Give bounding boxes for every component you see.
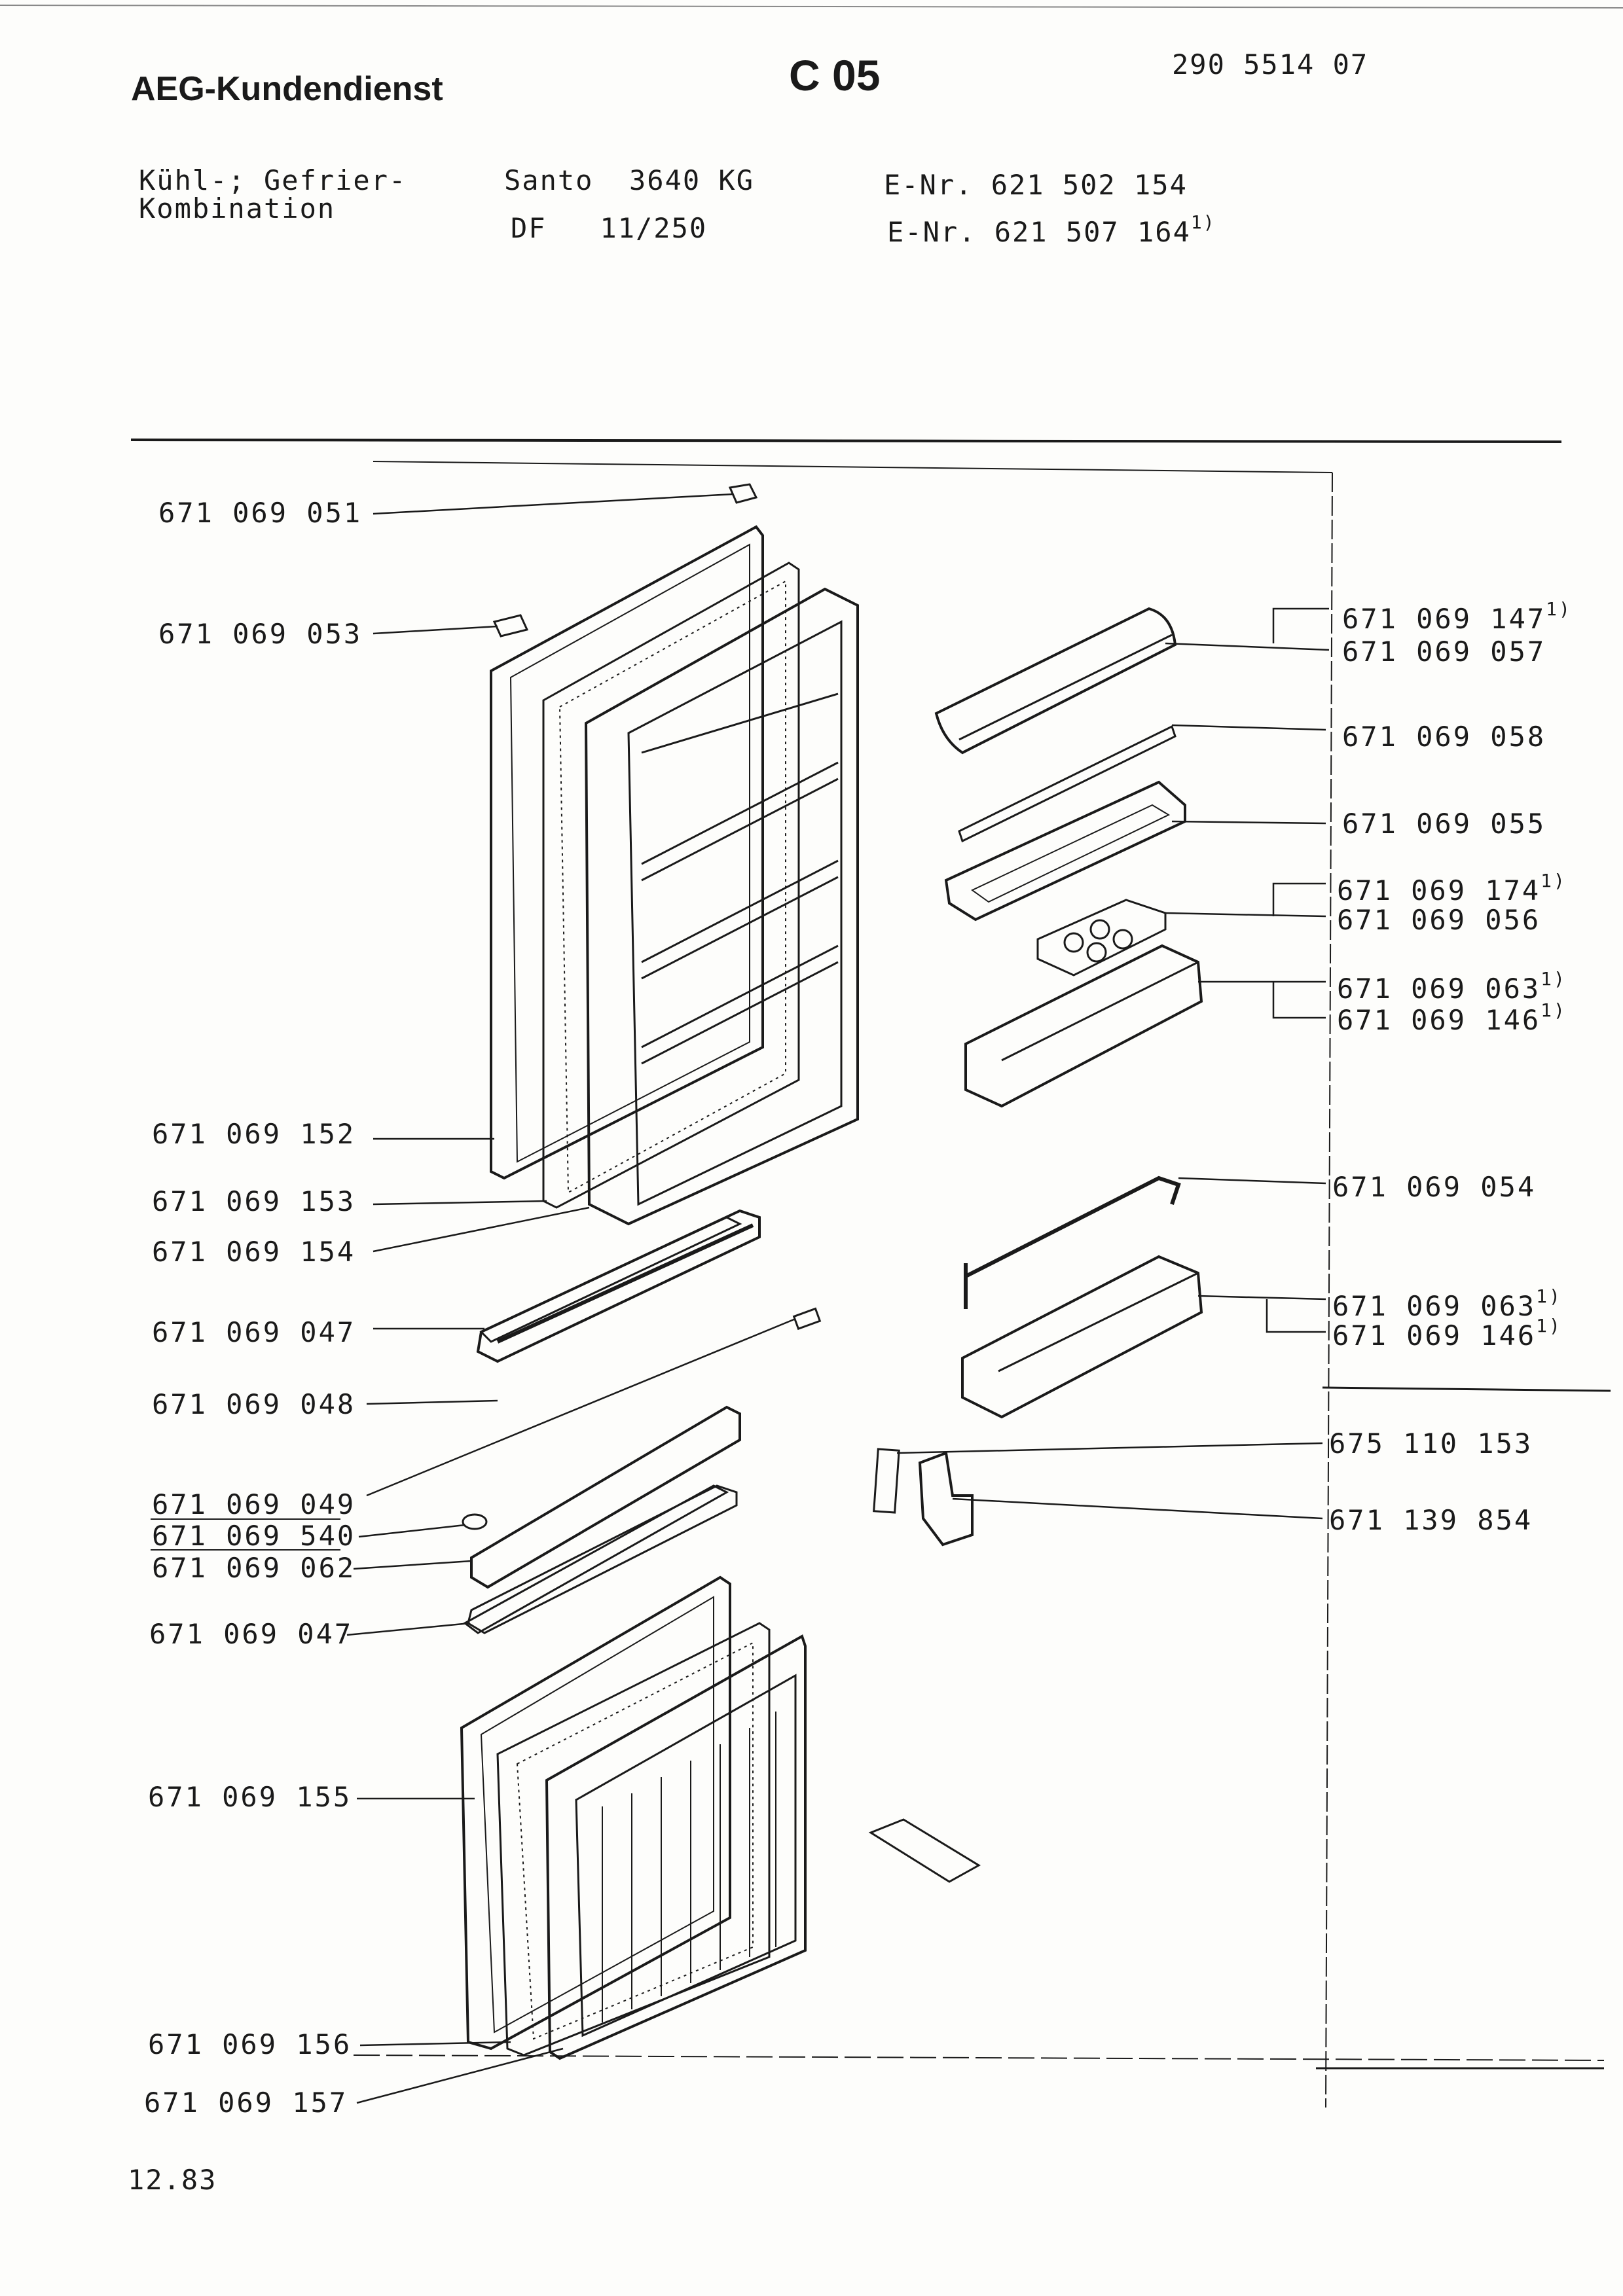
lid-hinge-strip [958,725,1176,843]
bottle-retainer-bar [964,1175,1181,1309]
freezer-handle-label [868,1818,981,1883]
part-label: 675 110 153 [1329,1427,1533,1460]
model-line2: DF 11/250 [511,212,708,244]
fridge-door-seal [542,562,800,1209]
butter-tray [944,780,1186,922]
fridge-door-liner [584,587,859,1226]
part-label: 671 069 048 [152,1388,356,1420]
part-label: 671 069 0631) [1332,1285,1562,1322]
frame-bottom [353,2054,1605,2061]
part-label: 671 069 051 [158,497,363,529]
leader-lines [346,493,1330,2104]
part-label: 671 069 155 [148,1781,352,1813]
divider-rail [470,1405,741,1589]
part-label: 671 069 0631) [1337,968,1567,1005]
document-number: 290 5514 07 [1172,48,1369,81]
egg-tray [1036,899,1167,977]
part-label: 671 069 1741) [1337,870,1567,906]
part-label: 671 069 056 [1337,904,1541,936]
freezer-liner-pattern [602,1712,776,2022]
part-label: 671 069 153 [152,1185,356,1217]
upper-hinge-plate [479,1216,742,1343]
product-type-line1: Kühl-; Gefrier- [139,164,407,196]
lamp-cover [873,1448,900,1514]
product-type-line2: Kombination [139,192,336,224]
enr-line1: E-Nr. 621 502 154 [884,169,1188,201]
part-label: 671 069 157 [144,2087,348,2119]
door-stop-bracket [918,1451,974,1547]
frame-right [1325,472,1333,2108]
freezer-door-outer-panel [460,1575,731,2051]
part-label: 671 069 055 [1342,808,1546,840]
part-label: 671 069 054 [1332,1171,1537,1203]
part-label: 671 069 1461) [1337,999,1567,1036]
middle-hinge-bar [476,1209,761,1363]
footnote-mark: 1) [1190,211,1216,233]
brand-title: AEG-Kundendienst [131,70,443,108]
part-label: 671 069 047 [152,1316,356,1348]
section-code: C 05 [789,51,881,99]
butter-compartment-lid [934,607,1177,755]
part-label: 671 069 062 [152,1552,356,1584]
frame-top [373,461,1333,473]
lower-hinge-bracket [463,1484,729,1634]
part-label: 671 069 156 [148,2028,352,2060]
part-label: 671 069 154 [152,1236,356,1268]
top-hinge [728,483,758,504]
enr-line2-number: E-Nr. 621 507 164 [887,216,1191,248]
hinge-cover [492,614,529,637]
enr-line2: E-Nr. 621 507 1641) [887,213,1216,248]
cap-plug [462,1513,488,1530]
top-edge-rule [0,5,1623,9]
door-bottle-rack-lower [961,1255,1203,1419]
door-bottle-rack-upper [964,944,1203,1108]
model-line1: Santo 3640 KG [504,164,755,196]
part-label: 671 069 047 [149,1618,354,1650]
part-label: 671 069 540 [152,1520,356,1552]
part-label: 671 139 854 [1329,1504,1533,1536]
header-divider [130,439,1562,443]
lower-hinge-plate [467,1484,738,1634]
freezer-door-seal [496,1622,771,2056]
part-label: 671 069 057 [1342,636,1546,668]
small-clip [792,1307,822,1331]
part-label: 671 069 058 [1342,721,1546,753]
part-label: 671 069 152 [152,1118,356,1150]
part-label: 671 069 1461) [1332,1315,1562,1352]
footer-date: 12.83 [128,2164,217,2196]
fridge-door-outer-panel [490,525,764,1180]
part-label: 671 069 049 [152,1488,356,1520]
part-label: 671 069 1471) [1342,598,1572,635]
part-label: 671 069 053 [158,618,363,650]
